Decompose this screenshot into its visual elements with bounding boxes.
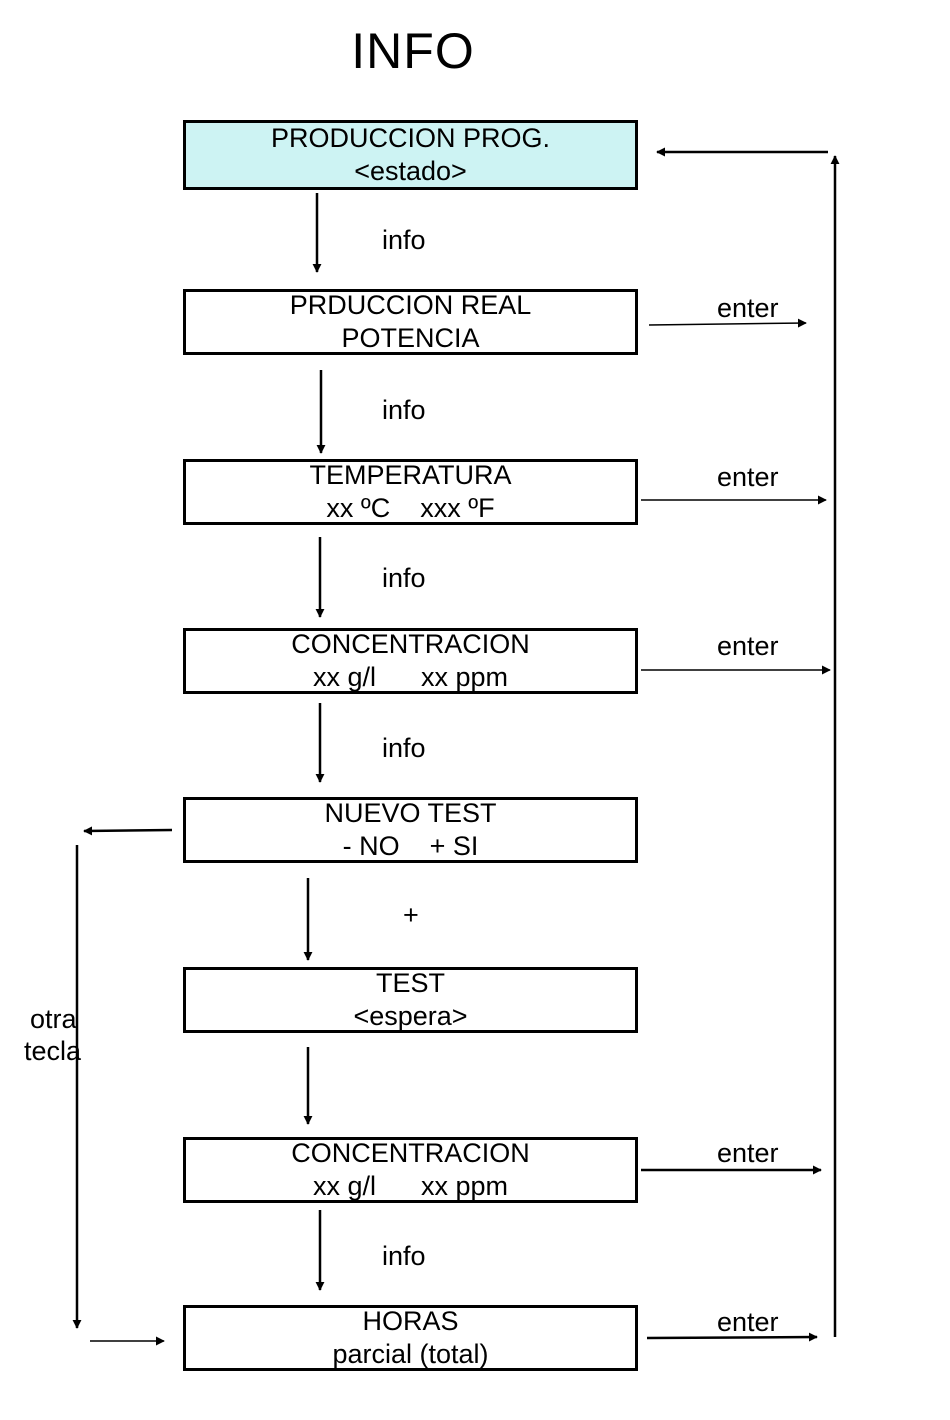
box-line-1: NUEVO TEST bbox=[324, 797, 496, 830]
enter-label: enter bbox=[717, 1138, 779, 1168]
side-label-line-2: tecla bbox=[24, 1036, 81, 1066]
box-temperatura: TEMPERATURA xx ºC xxx ºF bbox=[183, 459, 638, 525]
box-concentracion-2: CONCENTRACION xx g/l xx ppm bbox=[183, 1137, 638, 1203]
enter-label: enter bbox=[717, 631, 779, 661]
box-line-2: parcial (total) bbox=[332, 1338, 488, 1371]
box-line-1: CONCENTRACION bbox=[291, 1137, 530, 1170]
enter-arrow-1 bbox=[649, 323, 806, 325]
enter-label: enter bbox=[717, 1307, 779, 1337]
box-line-1: PRDUCCION REAL bbox=[290, 289, 532, 322]
enter-label: enter bbox=[717, 293, 779, 323]
box-line-2: xx g/l xx ppm bbox=[313, 661, 508, 694]
info-label: info bbox=[382, 1241, 426, 1271]
info-label: info bbox=[382, 395, 426, 425]
box-line-2: <espera> bbox=[353, 1000, 467, 1033]
info-label: info bbox=[382, 733, 426, 763]
box-line-1: TEST bbox=[376, 967, 445, 1000]
box-produccion-prog: PRODUCCION PROG. <estado> bbox=[183, 120, 638, 190]
box-line-1: PRODUCCION PROG. bbox=[271, 122, 550, 155]
enter-arrow-5 bbox=[647, 1337, 817, 1338]
info-label: info bbox=[382, 563, 426, 593]
box-line-1: TEMPERATURA bbox=[309, 459, 511, 492]
box-line-2: xx g/l xx ppm bbox=[313, 1170, 508, 1203]
box-produccion-real: PRDUCCION REAL POTENCIA bbox=[183, 289, 638, 355]
side-label-line-1: otra bbox=[30, 1004, 77, 1034]
box-horas: HORAS parcial (total) bbox=[183, 1305, 638, 1371]
info-label: info bbox=[382, 225, 426, 255]
box-line-1: HORAS bbox=[362, 1305, 458, 1338]
enter-label: enter bbox=[717, 462, 779, 492]
box-line-2: POTENCIA bbox=[341, 322, 479, 355]
plus-label: + bbox=[403, 900, 419, 930]
left-arrow-out bbox=[84, 830, 172, 831]
box-nuevo-test: NUEVO TEST - NO + SI bbox=[183, 797, 638, 863]
box-line-2: xx ºC xxx ºF bbox=[326, 492, 494, 525]
box-line-2: <estado> bbox=[354, 155, 467, 188]
box-test: TEST <espera> bbox=[183, 967, 638, 1033]
box-concentracion-1: CONCENTRACION xx g/l xx ppm bbox=[183, 628, 638, 694]
box-line-1: CONCENTRACION bbox=[291, 628, 530, 661]
box-line-2: - NO + SI bbox=[343, 830, 479, 863]
